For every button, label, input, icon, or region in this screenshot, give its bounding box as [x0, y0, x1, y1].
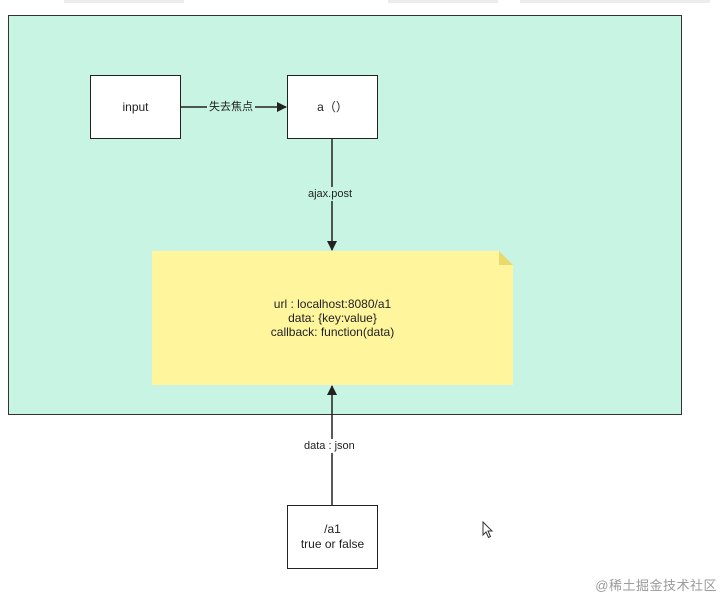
ajax-request-note[interactable]: url : localhost:8080/a1 data: {key:value…: [152, 251, 513, 385]
watermark-text: @稀土掘金技术社区: [595, 578, 717, 593]
ajax-post-edge-label: ajax.post: [306, 187, 355, 201]
blur-edge-label: 失去焦点: [207, 100, 255, 114]
note-text: url : localhost:8080/a1 data: {key:value…: [152, 251, 513, 385]
server-result-label: true or false: [300, 537, 365, 551]
function-a-label: a（）: [317, 99, 348, 114]
top-strip: [64, 0, 184, 3]
note-line-data: data: {key:value}: [288, 311, 377, 325]
input-node[interactable]: input: [90, 75, 181, 139]
mouse-pointer-icon: [482, 521, 494, 539]
server-path-label: /a1: [324, 522, 341, 536]
top-strip: [388, 0, 498, 3]
note-line-url: url : localhost:8080/a1: [273, 297, 392, 311]
note-shape: [152, 251, 513, 385]
note-line-callback: callback: function(data): [270, 325, 395, 339]
input-node-label: input: [122, 99, 149, 114]
top-strip: [520, 0, 710, 3]
function-a-node[interactable]: a（）: [287, 75, 378, 139]
server-a1-node[interactable]: /a1 true or false: [287, 505, 378, 569]
data-json-edge-label: data : json: [302, 439, 357, 453]
